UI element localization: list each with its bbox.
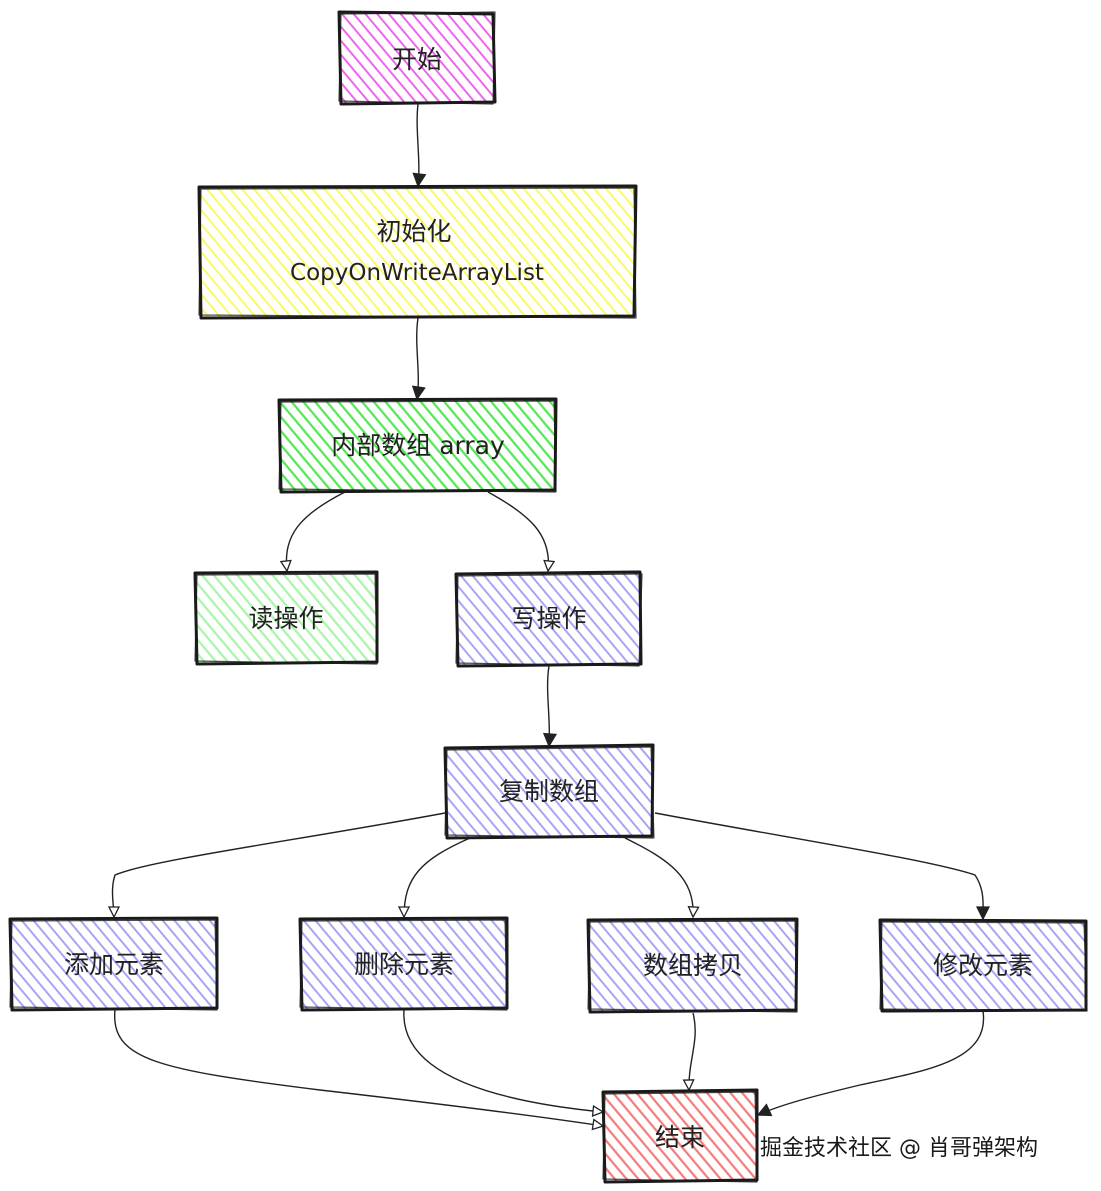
edge-copy-arraycopy <box>624 837 693 917</box>
node-init-label-line2: CopyOnWriteArrayList <box>290 260 544 286</box>
node-array-label: 内部数组 array <box>331 431 505 460</box>
node-read: 读操作 <box>193 570 379 666</box>
node-modify-label: 修改元素 <box>933 951 1033 980</box>
watermark-text: 掘金技术社区 @ 肖哥弹架构 <box>760 1136 1038 1161</box>
edge-copy-delete <box>404 837 471 917</box>
node-start-label: 开始 <box>392 45 442 74</box>
edge-write-copy <box>548 665 550 746</box>
node-end: 结束 <box>601 1088 759 1184</box>
node-end-label: 结束 <box>655 1123 705 1152</box>
edge-array-read <box>286 491 346 571</box>
node-arraycopy: 数组拷贝 <box>586 917 799 1014</box>
node-write: 写操作 <box>454 570 643 668</box>
node-start: 开始 <box>337 10 497 106</box>
node-arraycopy-label: 数组拷贝 <box>643 951 743 980</box>
node-init-label-line1: 初始化 <box>376 217 451 246</box>
node-add: 添加元素 <box>8 916 219 1012</box>
node-init: 初始化 CopyOnWriteArrayList <box>197 184 638 320</box>
edge-arraycopy-end <box>689 1012 696 1090</box>
edge-modify-end <box>758 1010 985 1115</box>
edge-copy-modify <box>654 812 983 919</box>
node-read-label: 读操作 <box>248 604 323 633</box>
edge-copy-add <box>112 812 446 917</box>
node-write-label: 写操作 <box>511 604 586 633</box>
edge-start-init <box>417 103 419 186</box>
edge-delete-end <box>403 1009 603 1112</box>
edge-init-array <box>417 317 419 399</box>
edge-array-write <box>487 491 548 571</box>
node-copy-label: 复制数组 <box>499 777 599 806</box>
node-add-label: 添加元素 <box>64 950 164 979</box>
node-copy: 复制数组 <box>443 743 655 840</box>
node-delete-label: 删除元素 <box>354 950 454 979</box>
edge-add-end <box>114 1009 603 1126</box>
edges <box>112 103 985 1126</box>
node-modify: 修改元素 <box>878 918 1088 1013</box>
node-delete: 删除元素 <box>298 916 509 1012</box>
node-array: 内部数组 array <box>277 397 558 494</box>
